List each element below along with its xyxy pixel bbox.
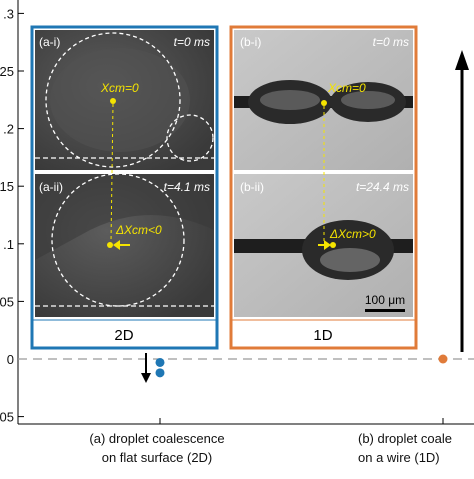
cm-label-b-bottom: ΔXcm>0 [329,227,376,241]
y-tick-label: -.05 [0,410,14,425]
y-tick-label: .3 [3,6,14,21]
cm-label-a-top: Xcm=0 [100,81,139,95]
image-b-bottom: (b-ii) t=24.4 ms ΔXcm>0 100 μm [234,174,413,317]
time-b-bottom: t=24.4 ms [356,180,409,194]
data-point [438,354,448,364]
shift-arrowhead-b [324,240,331,250]
down-arrow-head [141,373,151,383]
y-tick-label: .15 [0,179,14,194]
x-label-b-line1: (b) droplet coale [358,431,452,446]
panel-a: (a-i) t=0 ms Xcm=0 (a-ii) t=4.1 ms ΔXcm<… [30,25,219,350]
droplet-a-top-large [45,32,181,168]
panel-a-frame [30,25,219,350]
tag-a-top: (a-i) [39,35,60,49]
cm-marker-b-bottom [330,242,336,248]
x-label-a-line1: (a) droplet coalescence [89,431,224,446]
y-tick-label: .1 [3,237,14,252]
data-point [155,368,165,378]
panel-a-label: 2D [114,327,133,344]
annotation-arrows [141,50,469,383]
time-a-top: t=0 ms [174,35,210,49]
scale-bar [365,309,405,312]
cm-guide-a [110,103,114,243]
y-ticks: .3 .25 .2 .15 .1 .05 0 -.05 [0,6,24,425]
up-arrow-head [455,50,469,70]
image-a-bottom: (a-ii) t=4.1 ms ΔXcm<0 [35,174,214,317]
x-labels: (a) droplet coalescence on flat surface … [89,431,452,465]
time-a-bottom: t=4.1 ms [164,180,210,194]
tag-b-top: (b-i) [240,35,261,49]
y-tick-label: 0 [7,352,14,367]
cm-marker-b-top [321,100,327,106]
y-tick-label: .25 [0,64,14,79]
cm-marker-a-top [110,98,116,104]
cm-marker-a-bottom [107,242,113,248]
panel-b-frame [229,25,418,350]
x-label-a-line2: on flat surface (2D) [102,450,213,465]
tag-b-bottom: (b-ii) [240,180,264,194]
y-tick-label: .05 [0,294,14,309]
tag-a-bottom: (a-ii) [39,180,63,194]
shift-arrowhead-a [113,240,120,250]
x-label-b-line2: on a wire (1D) [358,450,440,465]
panel-b: (b-i) t=0 ms Xcm=0 (b-ii) t=24.4 ms ΔXcm… [229,25,418,350]
time-b-top: t=0 ms [373,35,409,49]
image-b-top: (b-i) t=0 ms Xcm=0 [234,30,413,170]
data-points [155,354,448,378]
cm-label-a-bottom: ΔXcm<0 [115,223,162,237]
y-tick-label: .2 [3,122,14,137]
image-a-top: (a-i) t=0 ms Xcm=0 [35,30,214,170]
scale-bar-label: 100 μm [365,293,405,307]
panel-b-label: 1D [313,327,332,344]
data-point [155,357,165,367]
droplet-a-top-small [166,114,214,162]
cm-label-b-top: Xcm=0 [327,81,366,95]
axes: .3 .25 .2 .15 .1 .05 0 -.05 [0,0,474,425]
droplet-a-bottom [51,174,185,307]
